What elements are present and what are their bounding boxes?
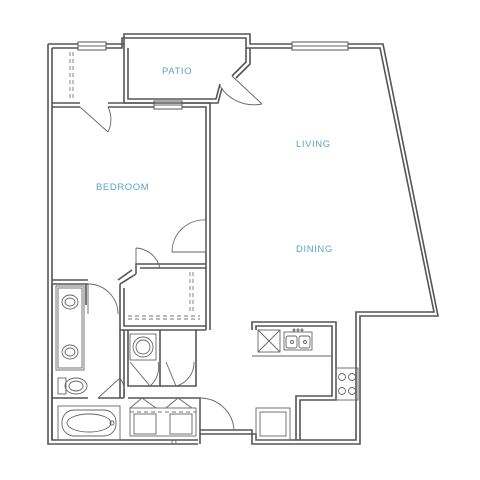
kitchen-sink: [283, 328, 313, 351]
kitchen-counters: [251, 321, 337, 440]
bathroom-walls: [51, 284, 125, 440]
sink-1: [61, 294, 79, 310]
entry-door[interactable]: [199, 397, 235, 431]
range: [335, 367, 359, 401]
room-label-living: LIVING: [296, 139, 331, 150]
bathroom-door[interactable]: [87, 283, 119, 315]
sink-2: [61, 344, 79, 360]
bedroom-door[interactable]: [171, 219, 207, 253]
windows: [77, 41, 349, 110]
laundry-walls: [127, 330, 201, 444]
exterior-walls: [47, 33, 439, 445]
utility-door-1[interactable]: [129, 361, 160, 387]
room-label-dining: DINING: [296, 244, 333, 255]
bathtub: [57, 405, 121, 441]
room-label-patio: PATIO: [162, 66, 192, 77]
toilet: [57, 377, 88, 395]
linen-closet: [129, 397, 197, 445]
tub-door[interactable]: [97, 377, 125, 399]
dishwasher: [257, 329, 281, 353]
bedroom-closet: [69, 52, 74, 100]
room-label-bedroom: BEDROOM: [96, 182, 149, 193]
utility-door-2[interactable]: [165, 361, 195, 387]
bedroom-walls: [52, 102, 211, 330]
walk-in-closet: [119, 263, 206, 331]
water-heater: [129, 333, 157, 361]
patio-door[interactable]: [219, 75, 263, 106]
bedroom-closet-door[interactable]: [79, 106, 112, 133]
refrigerator: [255, 407, 291, 441]
vanity: [55, 285, 85, 371]
closet-door[interactable]: [135, 247, 161, 274]
